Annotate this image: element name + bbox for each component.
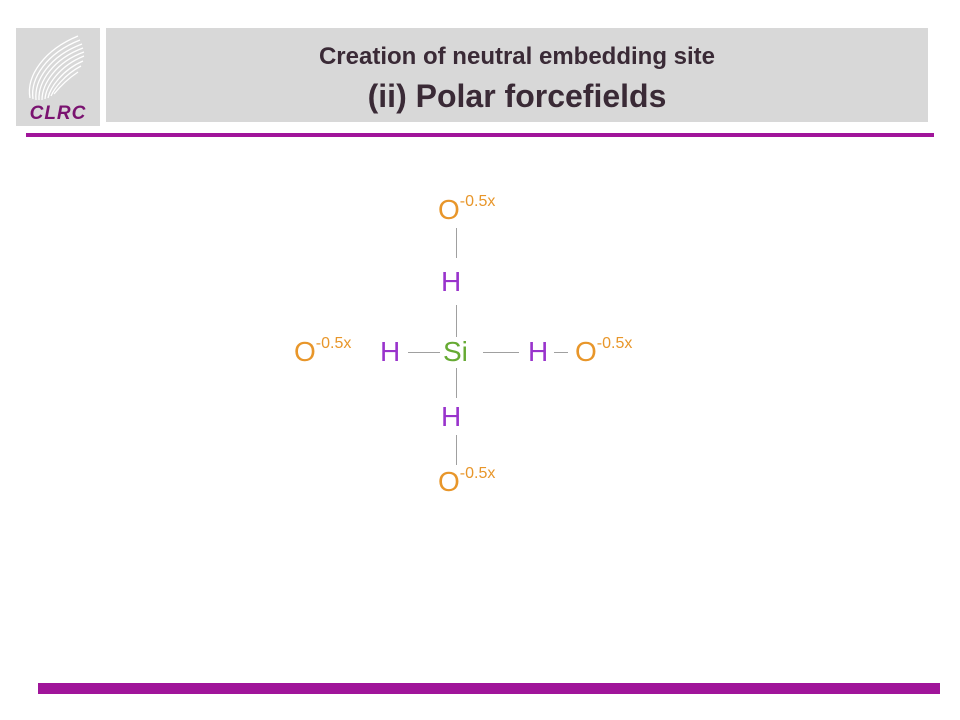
charge-label: -0.5x xyxy=(315,335,352,352)
hydrogen-top: H xyxy=(441,268,461,296)
bond-si-h-bottom xyxy=(456,368,457,398)
atom-symbol: Si xyxy=(443,336,468,367)
bond-h-right-o-right xyxy=(554,352,568,353)
oxygen-right: O-0.5x xyxy=(575,335,633,367)
atom-symbol: O xyxy=(294,336,316,367)
hydrogen-left: H xyxy=(380,338,400,366)
logo-text: CLRC xyxy=(29,103,87,124)
clrc-logo xyxy=(16,28,100,126)
silicon-center: Si xyxy=(443,338,468,366)
top-divider xyxy=(26,133,934,137)
bottom-divider xyxy=(38,683,940,694)
charge-label: -0.5x xyxy=(596,335,633,352)
atom-symbol: H xyxy=(441,401,462,432)
hydrogen-bottom: H xyxy=(441,403,461,431)
hydrogen-right: H xyxy=(528,338,548,366)
atom-symbol: O xyxy=(438,466,460,497)
oxygen-top: O-0.5x xyxy=(438,193,496,225)
slide-title: Creation of neutral embedding site xyxy=(318,43,716,70)
atom-symbol: O xyxy=(575,336,597,367)
charge-label: -0.5x xyxy=(459,193,496,210)
bond-h-bottom-o-bottom xyxy=(456,435,457,465)
slide-subtitle: (ii) Polar forcefields xyxy=(367,78,667,114)
oxygen-bottom: O-0.5x xyxy=(438,465,496,497)
oxygen-left: O-0.5x xyxy=(294,335,352,367)
atom-symbol: H xyxy=(528,336,549,367)
title-banner: Creation of neutral embedding site (ii) … xyxy=(106,28,928,122)
charge-label: -0.5x xyxy=(459,465,496,482)
bond-h-top-si xyxy=(456,305,457,337)
atom-symbol: O xyxy=(438,194,460,225)
atom-symbol: H xyxy=(380,336,401,367)
atom-symbol: H xyxy=(441,266,462,297)
bond-o-top-h-top xyxy=(456,228,457,258)
logo-swoosh-icon xyxy=(28,35,85,101)
bond-si-h-right xyxy=(483,352,519,353)
bond-h-left-si xyxy=(408,352,440,353)
